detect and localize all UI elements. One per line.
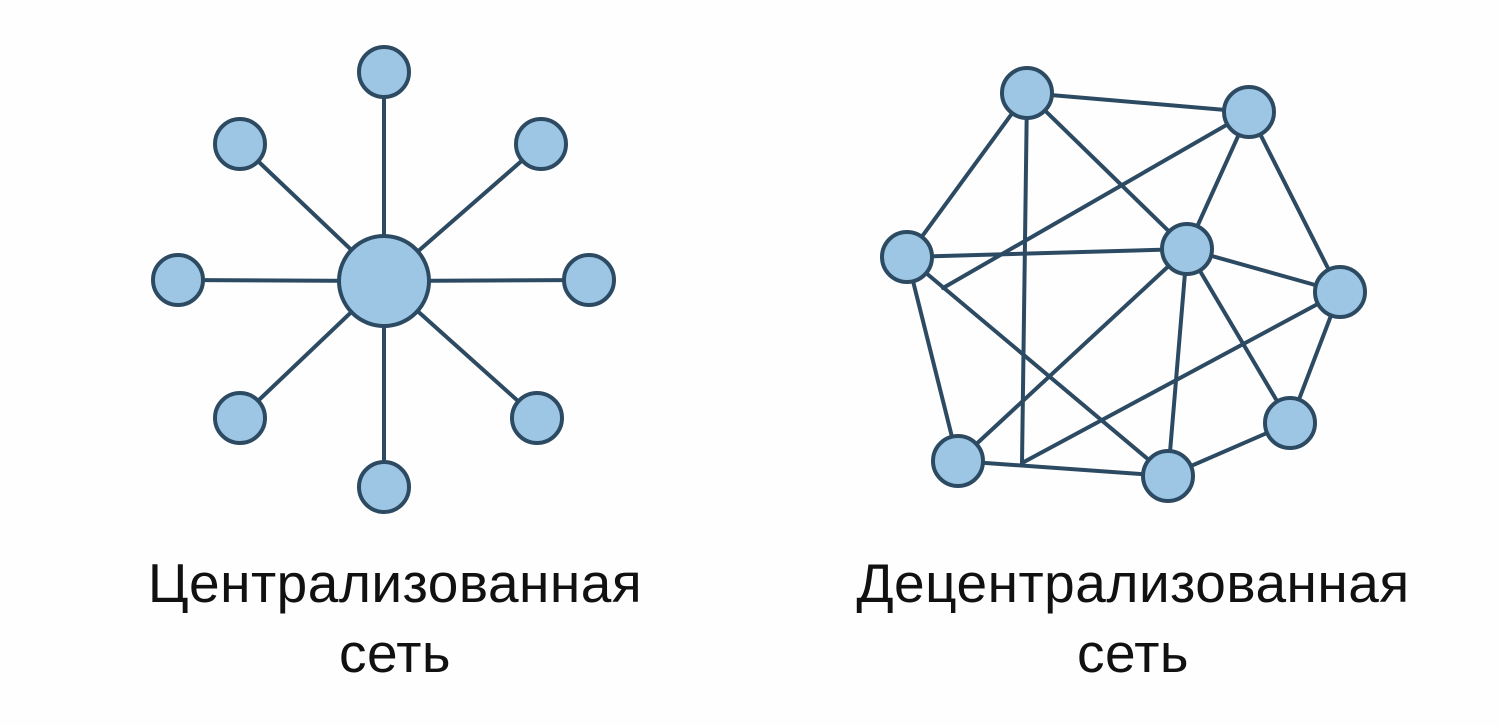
edge [905,247,1189,259]
edge [905,255,1170,478]
peer-node [562,253,616,307]
peer-node [514,117,568,171]
centralized-caption-line2: сеть [338,622,452,684]
peer-node [1263,396,1317,450]
edge [1247,110,1342,294]
edge [1185,247,1292,425]
decentralized-network-caption: Децентрализованная сеть [808,548,1458,688]
peer-node [1160,222,1214,276]
peer-node [357,460,411,514]
edge [1020,91,1029,465]
edge [956,247,1189,463]
hub-node [337,234,431,328]
peer-node [213,117,267,171]
peer-node [1141,449,1195,503]
decentralized-edges [905,91,1342,478]
edge [1020,290,1342,465]
centralized-caption-line1: Централизованная [147,552,643,614]
decentralized-nodes [880,66,1367,503]
peer-node [931,434,985,488]
peer-node [151,253,205,307]
edge [956,459,1170,478]
peer-node [357,45,411,99]
edge [941,110,1251,290]
peer-node [510,391,564,445]
edge [1166,247,1189,478]
decentralized-caption-line1: Децентрализованная [856,552,1410,614]
peer-node [1222,85,1276,139]
edge [1025,91,1189,251]
decentralized-caption-line2: сеть [1076,622,1190,684]
peer-node [213,391,267,445]
peer-node [1000,66,1054,120]
peer-node [1313,265,1367,319]
edge [905,255,960,463]
edge [905,91,1029,259]
peer-node [880,230,934,284]
edge [1025,91,1251,114]
centralized-network-caption: Централизованная сеть [95,548,695,688]
centralized-nodes [151,45,616,514]
